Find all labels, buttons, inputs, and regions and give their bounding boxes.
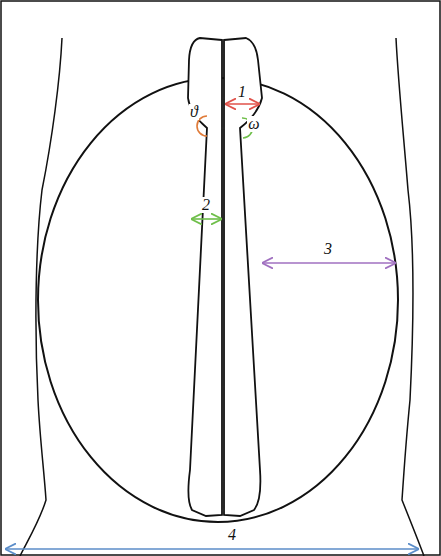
torso-outline bbox=[20, 38, 424, 556]
callout-number: 1 bbox=[237, 84, 247, 100]
dimension-arrow bbox=[263, 262, 395, 264]
callout-number: 2 bbox=[201, 197, 211, 213]
angle-symbol: ω bbox=[247, 116, 260, 132]
angle-symbol: ϑ bbox=[189, 104, 199, 120]
callout-number: 3 bbox=[323, 241, 333, 257]
right-rectus-muscle bbox=[224, 38, 262, 516]
dimension-arrow bbox=[192, 218, 221, 220]
left-rectus-muscle bbox=[188, 38, 222, 516]
callout-number: 4 bbox=[227, 527, 237, 543]
dimension-arrow bbox=[226, 103, 259, 105]
dimension-arrow bbox=[6, 548, 418, 550]
